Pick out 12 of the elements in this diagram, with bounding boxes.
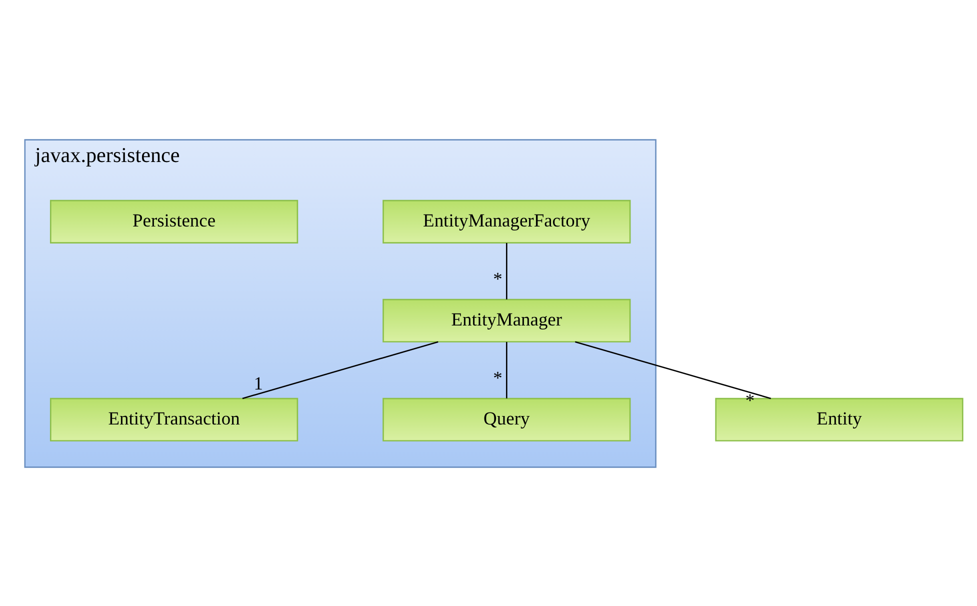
- node-box: EntityManager: [382, 298, 631, 342]
- connector: [242, 340, 438, 399]
- connector: [506, 341, 508, 398]
- edge-label: *: [493, 368, 502, 388]
- edge-label: 1: [254, 372, 263, 393]
- connector: [506, 242, 508, 299]
- edge-label: *: [493, 268, 502, 289]
- node-box: EntityManagerFactory: [382, 199, 631, 243]
- node-box: Persistence: [50, 199, 298, 243]
- node-box: Query: [382, 397, 631, 441]
- node-box: EntityTransaction: [50, 397, 298, 441]
- connector: [574, 340, 772, 399]
